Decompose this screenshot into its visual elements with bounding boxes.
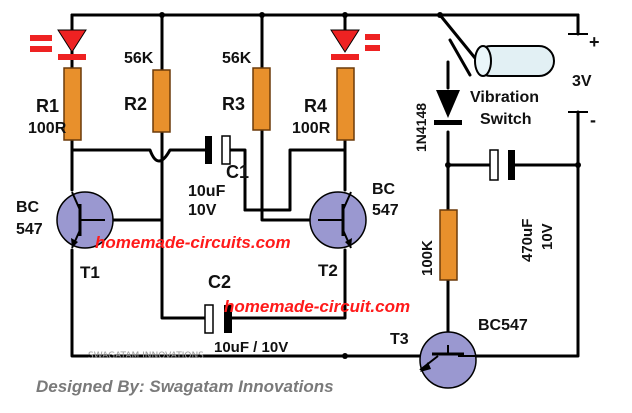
resistor-r4: [336, 67, 355, 141]
led-right: [330, 29, 380, 60]
r4-label: R4: [304, 96, 327, 116]
junction-dot: [342, 353, 348, 359]
emitter-arrow-icon: [71, 238, 78, 248]
resistors: [63, 67, 458, 281]
capacitor-plate: [508, 150, 515, 180]
capacitor-plate: [489, 149, 499, 181]
t1-type-1: BC: [16, 199, 40, 216]
diode-label: 1N4148: [413, 103, 429, 152]
junction-dot: [437, 12, 443, 18]
transistor-body: [419, 331, 477, 389]
c3-value-1: 470uF: [519, 219, 536, 262]
bottom-rail-wire: [70, 248, 422, 358]
battery-plus: +: [589, 32, 600, 52]
junction-dot: [342, 12, 348, 18]
junction-dot: [159, 12, 165, 18]
vibration-switch: [474, 45, 555, 77]
c1-value-2: 10V: [188, 202, 217, 219]
r3-value: 56K: [222, 50, 252, 67]
emitter-arrow-icon: [345, 238, 352, 248]
diode-1n4148: [434, 90, 462, 125]
c2-value: 10uF / 10V: [214, 339, 288, 356]
c1-label: C1: [226, 162, 249, 182]
transistor-t1: [56, 191, 114, 249]
capacitor-plate: [205, 136, 212, 164]
r1-value: 100R: [28, 120, 67, 137]
resistor-r2: [152, 69, 171, 133]
capacitor-c3: [489, 149, 515, 181]
t1-label: T1: [80, 263, 100, 282]
c1-value-1: 10uF: [188, 183, 226, 200]
junctions: [159, 12, 581, 359]
t3-type: BC547: [478, 317, 528, 334]
r2-label: R2: [124, 94, 147, 114]
r4-value: 100R: [292, 120, 331, 137]
watermark-brand: SWAGATAM INNOVATIONS: [88, 351, 204, 361]
transistor-t2: [309, 191, 367, 249]
watermark-site-1: homemade-circuits.com: [95, 233, 291, 252]
resistor-r5: [439, 209, 458, 281]
c2-right-wire: [230, 248, 347, 320]
resistor-r1: [63, 67, 82, 141]
switch-label-2: Switch: [480, 111, 532, 128]
led-left: [30, 29, 87, 60]
capacitor-plate: [221, 135, 231, 165]
capacitor-c2: [204, 304, 232, 334]
r2-value: 56K: [124, 50, 154, 67]
r3-label: R3: [222, 94, 245, 114]
switch-tube-end: [474, 45, 492, 77]
t2-label: T2: [318, 261, 338, 280]
c1-left-wire: [70, 148, 207, 163]
capacitor-plate: [204, 304, 214, 334]
capacitor-plate: [224, 305, 232, 333]
t2-type-1: BC: [372, 181, 396, 198]
diode-triangle-icon: [436, 90, 460, 118]
capacitor-c1: [205, 135, 231, 165]
c2-left-wire: [160, 218, 207, 320]
diode-bar: [434, 120, 462, 125]
watermark-site-2: homemade-circuit.com: [224, 297, 410, 316]
led-triangle-icon: [330, 29, 360, 53]
battery: [568, 33, 588, 113]
junction-dot: [445, 162, 451, 168]
battery-return-wire: [473, 110, 580, 358]
resistor-r3: [252, 67, 271, 131]
led-light-ray: [365, 34, 380, 40]
wires: [70, 13, 580, 358]
t2-type-2: 547: [372, 202, 399, 219]
c3-value-2: 10V: [539, 223, 556, 250]
t1-type-2: 547: [16, 221, 43, 238]
led-light-ray: [30, 46, 52, 52]
led-bar: [331, 54, 359, 60]
c1-right-wire: [228, 148, 247, 212]
designer-credit: Designed By: Swagatam Innovations: [36, 377, 334, 396]
switch-label-1: Vibration: [470, 89, 539, 106]
led-light-ray: [365, 45, 380, 51]
emitter-arrow-icon: [420, 362, 431, 372]
switch-lead-wire: [448, 38, 472, 77]
battery-voltage: 3V: [572, 73, 592, 90]
battery-minus: -: [590, 110, 596, 130]
switch-top-wire: [438, 13, 477, 60]
c1-t2-wire: [243, 148, 347, 212]
led-bar: [58, 54, 86, 60]
r3-bottom-wire: [260, 128, 320, 222]
r5-value: 100K: [419, 240, 436, 276]
transistor-t3: [419, 331, 477, 389]
labels: R1 100R 56K R2 56K R3 R4 100R C1 10uF 10…: [16, 32, 600, 356]
r1-label: R1: [36, 96, 59, 116]
junction-dot: [575, 162, 581, 168]
t3-label: T3: [390, 331, 409, 348]
c2-label: C2: [208, 272, 231, 292]
led-triangle-icon: [57, 29, 87, 53]
led-light-ray: [30, 35, 52, 41]
junction-dot: [259, 12, 265, 18]
